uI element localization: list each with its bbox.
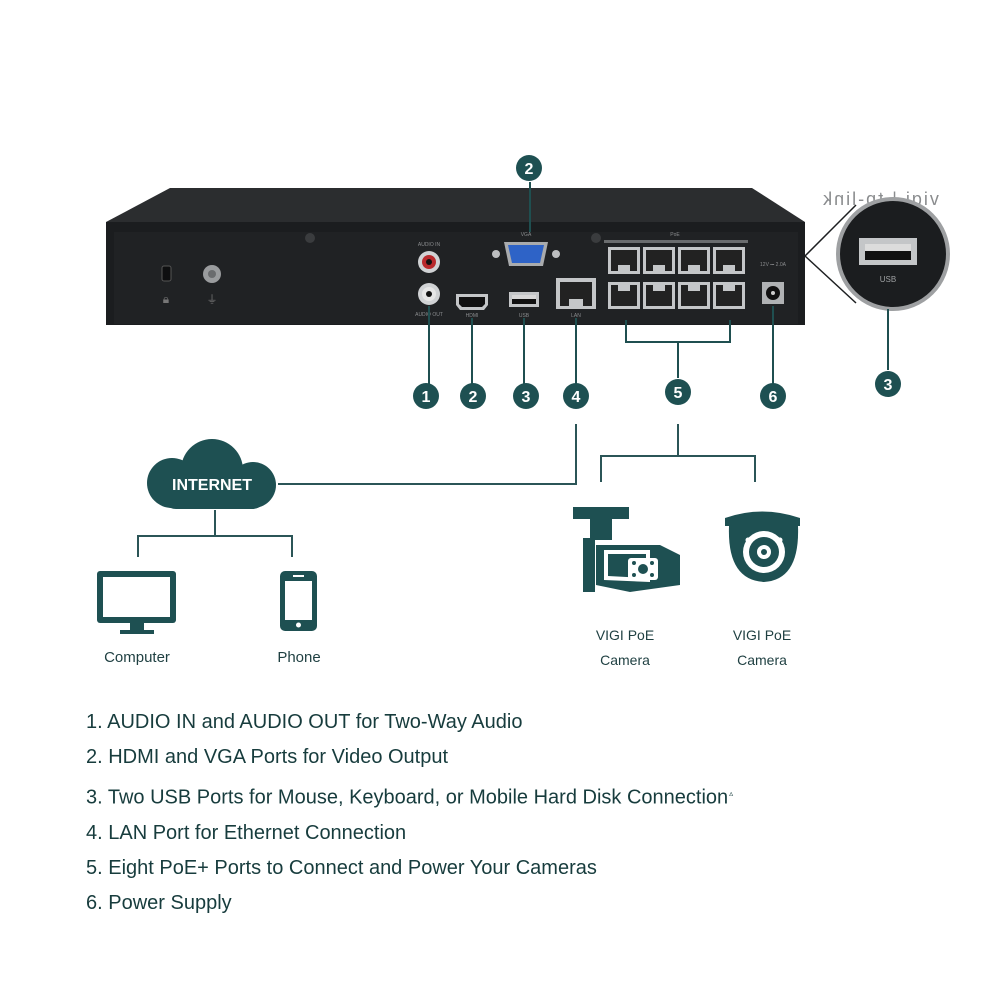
svg-text:3: 3 (884, 377, 893, 394)
svg-text:3: 3 (522, 389, 531, 406)
svg-text:12V ⎓ 2.0A: 12V ⎓ 2.0A (760, 262, 787, 268)
turret-camera-icon (725, 511, 800, 582)
vga-port (492, 242, 560, 266)
callout-badge-audio: 1 (413, 383, 439, 409)
poe-port (608, 282, 640, 309)
audio-out-jack (418, 283, 440, 305)
audio-in-jack (418, 251, 440, 273)
callout-lines (428, 182, 774, 384)
feature-item: 2. HDMI and VGA Ports for Video Output (86, 746, 449, 769)
svg-text:2: 2 (525, 161, 534, 178)
screw (305, 233, 315, 243)
feature-item: 1. AUDIO IN and AUDIO OUT for Two-Way Au… (86, 711, 523, 733)
computer-label: Computer (104, 649, 170, 666)
svg-text:INTERNET: INTERNET (172, 477, 252, 494)
bullet-camera-label-line1: VIGI PoE (596, 627, 654, 643)
usb-zoom-callout: USB (804, 197, 950, 370)
feature-item: 4. LAN Port for Ethernet Connection (86, 821, 407, 844)
poe-port (643, 282, 675, 309)
internet-cloud-icon: INTERNET (147, 439, 276, 509)
poe-port (643, 247, 675, 274)
callout-badge-poe: 5 (665, 379, 691, 405)
svg-text:VGA: VGA (521, 232, 532, 238)
svg-text:5: 5 (674, 385, 683, 402)
device-top-face (106, 188, 805, 222)
poe-port (678, 282, 710, 309)
footnote-mark: ▵ (729, 788, 734, 798)
poe-port (678, 247, 710, 274)
turret-camera-label-line2: Camera (737, 652, 787, 668)
svg-text:HDMI: HDMI (466, 313, 479, 319)
feature-item: 6. Power Supply (86, 892, 232, 915)
svg-text:1: 1 (422, 389, 431, 406)
poe-port (713, 282, 745, 309)
phone-label: Phone (277, 649, 320, 666)
poe-port-bank (608, 247, 745, 309)
svg-text:6: 6 (769, 389, 778, 406)
callout-badge-vga: 2 (516, 155, 542, 181)
nvr-device: vigi | tp-link 🔒︎ ⏚ AUDIO IN AUDIO OUT (106, 188, 939, 325)
hdmi-port (456, 294, 488, 310)
computer-icon (97, 571, 176, 634)
usb-port (509, 292, 539, 307)
svg-text:PoE: PoE (670, 232, 680, 238)
svg-text:4: 4 (572, 389, 581, 406)
feature-item: 3. Two USB Ports for Mouse, Keyboard, or… (86, 786, 734, 809)
svg-text:LAN: LAN (571, 313, 581, 319)
bullet-camera-label-line2: Camera (600, 652, 650, 668)
svg-text:⏚: ⏚ (207, 293, 218, 306)
lan-port (556, 278, 596, 309)
dc-power-jack (762, 282, 784, 304)
screw (591, 233, 601, 243)
poe-port (713, 247, 745, 274)
phone-icon (280, 571, 317, 631)
kensington-lock-slot: 🔒︎ (161, 265, 172, 306)
poe-port (608, 247, 640, 274)
callout-badge-lan: 4 (563, 383, 589, 409)
feature-list: 1. AUDIO IN and AUDIO OUT for Two-Way Au… (86, 705, 966, 921)
svg-text:AUDIO IN: AUDIO IN (418, 242, 441, 248)
ground-terminal: ⏚ (203, 265, 221, 306)
callout-badge-hdmi: 2 (460, 383, 486, 409)
svg-text:USB: USB (519, 313, 530, 319)
svg-text:2: 2 (469, 389, 478, 406)
callout-badge-power: 6 (760, 383, 786, 409)
bullet-camera-icon (573, 507, 680, 592)
turret-camera-label-line1: VIGI PoE (733, 627, 791, 643)
svg-text:USB: USB (880, 275, 896, 284)
network-lines (137, 424, 756, 557)
callout-badge-zoom-usb: 3 (875, 371, 901, 397)
feature-item: 5. Eight PoE+ Ports to Connect and Power… (86, 856, 597, 879)
svg-text:🔒︎: 🔒︎ (163, 292, 169, 306)
callout-badge-usb: 3 (513, 383, 539, 409)
